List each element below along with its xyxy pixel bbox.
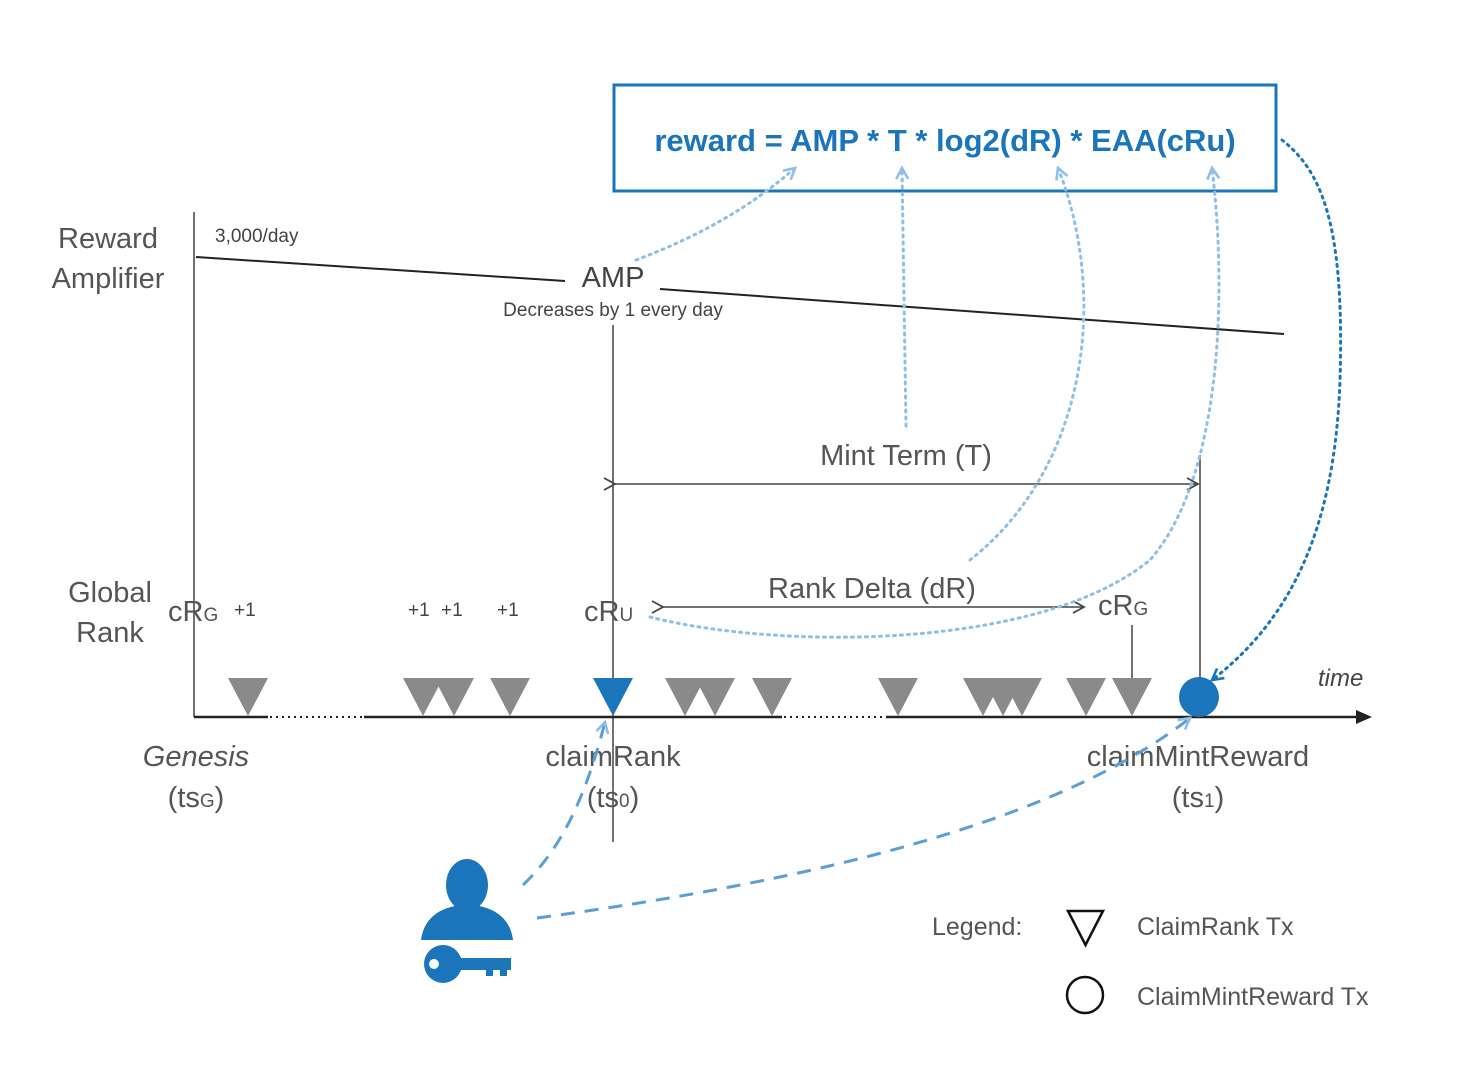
- amp-line-right: [659, 288, 1285, 335]
- claim-mint-reward-label: claimMintReward: [1087, 741, 1309, 773]
- mint-term-label: Mint Term (T): [820, 440, 992, 472]
- claim-rank-tx-marker: [1112, 678, 1152, 716]
- rate-label: 3,000/day: [215, 226, 299, 247]
- claim-rank-tx-marker: [403, 678, 443, 716]
- amp-label: AMP: [582, 262, 645, 294]
- reward-amplifier-label-line1: Reward: [58, 223, 158, 255]
- crg-start-label: cRG: [168, 596, 218, 628]
- increment-3: +1: [441, 600, 463, 621]
- claim-rank-tx-marker: [878, 678, 918, 716]
- claim-rank-ts-label: (ts0): [587, 782, 639, 814]
- claim-rank-tx-markers: [228, 678, 1152, 716]
- reward-amplifier-label-line2: Amplifier: [52, 263, 165, 295]
- amp-note: Decreases by 1 every day: [503, 300, 723, 321]
- legend-claim-mint-reward-tx: ClaimMintReward Tx: [1137, 983, 1369, 1011]
- claim-rank-tx-marker: [695, 678, 735, 716]
- legend-title: Legend:: [932, 913, 1022, 941]
- user-to-claim-rank-connector: [521, 719, 610, 887]
- user-to-claim-mint-connector: [536, 716, 1193, 920]
- user-claim-mint-reward-tx-marker: [1179, 677, 1219, 717]
- claim-rank-tx-marker: [752, 678, 792, 716]
- increment-4: +1: [497, 600, 519, 621]
- claim-rank-tx-marker: [1002, 678, 1042, 716]
- user-key-icon: [421, 859, 513, 983]
- rank-delta-label: Rank Delta (dR): [768, 573, 976, 605]
- reward-to-claim-mint-connector: [1209, 138, 1343, 682]
- user-claim-rank-tx-marker: [593, 678, 633, 716]
- global-rank-label-line2: Rank: [76, 617, 144, 649]
- claim-rank-tx-marker: [490, 678, 530, 716]
- reward-formula: reward = AMP * T * log2(dR) * EAA(cRu): [654, 123, 1235, 158]
- amp-to-formula-connector: [634, 166, 798, 262]
- claim-rank-tx-triangle-icon: [1065, 909, 1106, 948]
- cru-label: cRU: [584, 596, 633, 628]
- formula-box: [612, 83, 1278, 193]
- cru-to-formula-connector: [648, 165, 1221, 639]
- claim-rank-tx-marker: [228, 678, 268, 716]
- claim-rank-label: claimRank: [545, 741, 681, 773]
- genesis-label: Genesis: [143, 741, 249, 773]
- time-axis-arrowhead: [1356, 710, 1372, 724]
- global-rank-label-line1: Global: [68, 577, 152, 609]
- claim-rank-tx-marker: [1066, 678, 1106, 716]
- amp-line-left: [195, 256, 566, 282]
- legend-claim-rank-tx: ClaimRank Tx: [1137, 913, 1294, 941]
- key-hole: [429, 959, 439, 969]
- claim-rank-tx-marker: [665, 678, 705, 716]
- genesis-ts-label: (tsG): [168, 782, 225, 814]
- increment-1: +1: [234, 600, 256, 621]
- crg-end-label: cRG: [1098, 590, 1148, 622]
- increment-2: +1: [408, 600, 430, 621]
- claim-mint-reward-tx-circle-icon: [1065, 975, 1105, 1015]
- claim-rank-tx-marker: [434, 678, 474, 716]
- mint-term-to-formula-connector: [895, 165, 910, 428]
- time-label: time: [1318, 665, 1363, 692]
- claim-mint-ts-label: (ts1): [1172, 782, 1224, 814]
- rank-delta-to-formula-connector: [968, 165, 1086, 562]
